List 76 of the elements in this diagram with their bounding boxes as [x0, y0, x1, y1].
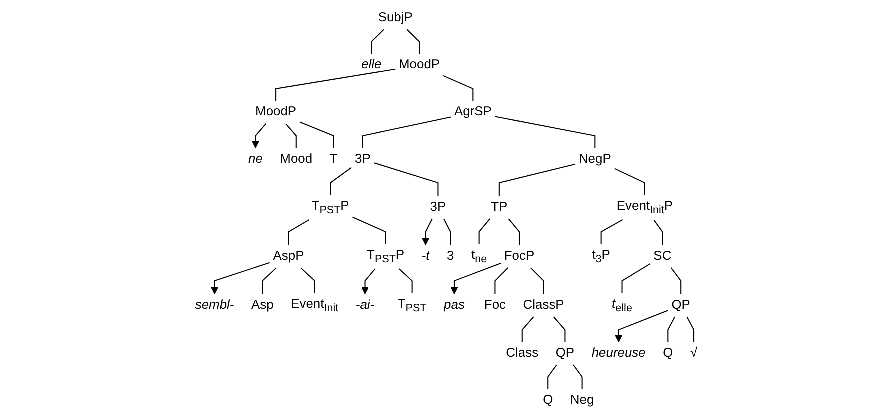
connector — [622, 264, 650, 294]
connector — [614, 168, 646, 196]
node-text: AspP — [273, 248, 304, 264]
node-text: t$_{3}$P — [592, 248, 610, 265]
node-text: Asp — [252, 298, 274, 312]
arrow — [211, 262, 270, 294]
node-text: T$_{PST}$P — [312, 198, 350, 216]
arrow — [422, 218, 433, 246]
node-text: Event$_{Init}$ — [291, 296, 339, 314]
connector — [686, 316, 695, 342]
node-text: heureuse — [592, 346, 646, 360]
connector — [330, 167, 352, 196]
node-text: 3 — [447, 248, 454, 264]
node-text: MoodP — [399, 57, 440, 72]
node-text: T$_{PST}$ — [398, 296, 427, 314]
node-text: t$_{elle}$ — [612, 296, 632, 314]
connector — [478, 218, 490, 244]
node-text: -ai- — [356, 298, 375, 312]
arrow — [450, 263, 502, 294]
node-text: MoodP — [256, 104, 297, 120]
node-text: AgrSP — [454, 104, 492, 120]
node-text: 3P — [355, 152, 371, 166]
connector — [495, 116, 596, 148]
node-text: T — [330, 152, 338, 166]
node-text: Mood — [280, 152, 313, 166]
connector — [362, 116, 452, 148]
arrow — [361, 268, 376, 294]
node-text: Class — [506, 346, 539, 360]
connector — [494, 268, 509, 294]
connector — [374, 162, 439, 196]
connector — [371, 29, 384, 54]
node-text: pas — [444, 298, 465, 312]
connector — [498, 164, 576, 196]
connector — [352, 216, 386, 244]
node-text: SC — [654, 248, 672, 264]
connector — [288, 220, 310, 246]
node-text: SubjP — [378, 10, 413, 26]
connector — [276, 68, 396, 102]
node-text: TP — [491, 200, 508, 214]
node-text: QP — [672, 298, 690, 312]
node-text: √ — [690, 346, 698, 360]
connector — [286, 124, 297, 148]
arrow — [252, 124, 267, 148]
connector — [300, 268, 316, 294]
node-text: Event$_{Init}$P — [616, 198, 674, 216]
node-text: Foc — [484, 298, 506, 312]
connector — [443, 75, 474, 102]
node-text: Q — [543, 392, 554, 408]
connector — [654, 220, 664, 246]
connector — [553, 316, 566, 342]
connector — [444, 218, 452, 246]
connector — [398, 268, 413, 294]
node-text: ne — [248, 152, 263, 166]
node-text: Q — [663, 346, 674, 360]
node-text: 3P — [430, 200, 446, 214]
connector — [670, 268, 682, 294]
node-text: Neg — [570, 392, 594, 408]
node-text: elle — [362, 57, 382, 72]
connector — [522, 316, 534, 342]
connector — [300, 122, 334, 148]
connector — [508, 218, 520, 246]
connector — [406, 29, 420, 54]
node-text: sembl- — [195, 298, 234, 312]
node-text: ClassP — [523, 298, 564, 312]
connector — [573, 364, 583, 390]
connector — [668, 316, 676, 342]
connector — [530, 268, 544, 294]
node-text: t$_{ne}$ — [472, 248, 488, 265]
arrow — [615, 310, 668, 342]
node-text: FocP — [504, 248, 535, 264]
connector — [262, 268, 277, 294]
node-text: T$_{PST}$P — [367, 248, 405, 265]
connector — [600, 220, 624, 244]
node-text: NegP — [578, 152, 612, 166]
node-text: QP — [556, 346, 575, 360]
connector — [548, 364, 558, 390]
